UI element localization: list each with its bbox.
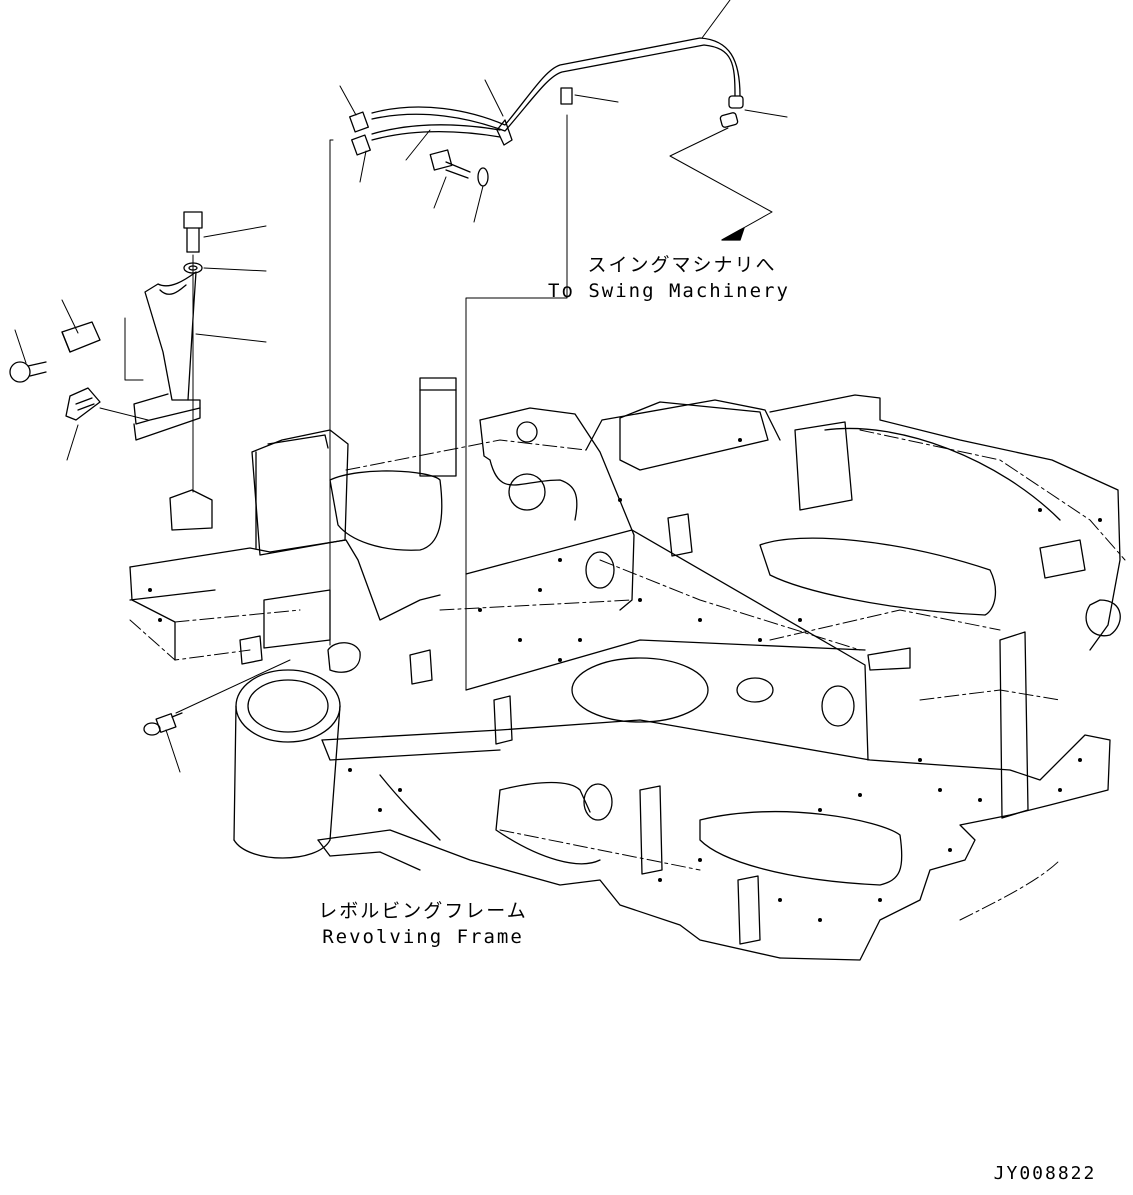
rivets (148, 438, 1102, 922)
drawing-code: JY008822 (993, 1163, 1097, 1184)
revolving-frame-label-jp: レボルビングフレーム (318, 900, 528, 922)
clamp-assembly (9, 211, 203, 441)
revolving-frame (129, 377, 1121, 961)
grease-tubes (349, 37, 744, 187)
leader-lines (14, 0, 788, 773)
revolving-frame-label-en: Revolving Frame (322, 926, 524, 948)
swing-machinery-label-en: To Swing Machinery (548, 280, 790, 302)
swing-machinery-label-jp: スイングマシナリへ (587, 254, 777, 276)
arrow-head (721, 227, 745, 241)
hidden-edges (129, 429, 1126, 921)
grease-nipple (143, 712, 183, 736)
reference-lines (124, 114, 568, 714)
